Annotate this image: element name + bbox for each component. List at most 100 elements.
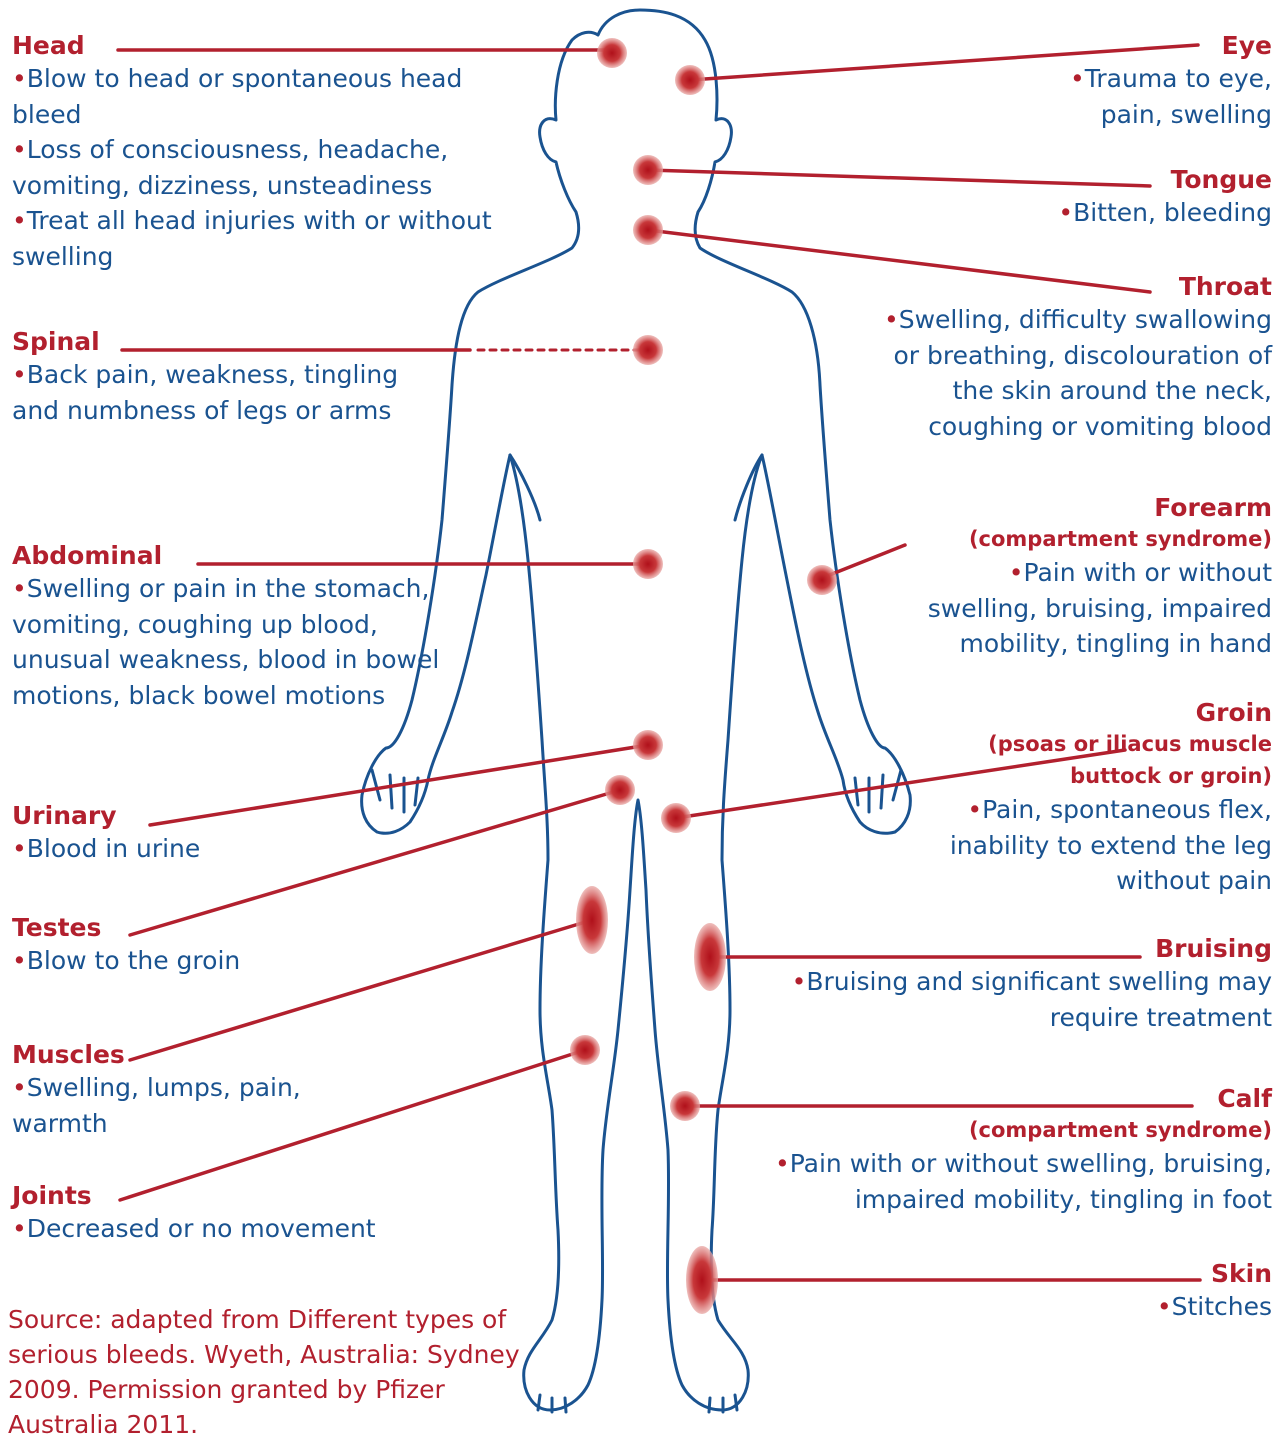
bullet-icon: • [1058, 198, 1073, 227]
calf-label: Calf (compartment syndrome) •Pain with o… [762, 1084, 1272, 1217]
source-note: Source: adapted from Different types of … [8, 1302, 528, 1442]
eye-items: •Trauma to eye, pain, swelling [1012, 61, 1272, 132]
calf-subtitle: (compartment syndrome) [762, 1114, 1272, 1146]
urinary-label: Urinary •Blood in urine [12, 801, 412, 867]
skin-spot [686, 1246, 718, 1314]
urinary-item: •Blood in urine [12, 831, 412, 867]
bruising-title: Bruising [772, 934, 1272, 964]
throat-spot [633, 215, 663, 245]
left-inner-arm [510, 455, 540, 520]
groin-item-text: Pain, spontaneous flex, inability to ext… [950, 795, 1272, 895]
bullet-icon: • [1157, 1292, 1172, 1321]
muscles-items: •Swelling, lumps, pain, warmth [12, 1070, 332, 1141]
forearm-label: Forearm (compartment syndrome) •Pain wit… [902, 493, 1272, 662]
testes-title: Testes [12, 913, 412, 943]
testes-spot [605, 775, 635, 805]
groin-items: •Pain, spontaneous flex, inability to ex… [927, 792, 1272, 899]
head-item: •Treat all head injuries with or without… [12, 203, 512, 274]
calf-spot [670, 1091, 700, 1121]
urinary-spot [633, 730, 663, 760]
bruising-spot [694, 923, 726, 991]
calf-title: Calf [762, 1084, 1272, 1114]
tongue-item-text: Bitten, bleeding [1073, 198, 1272, 227]
bullet-icon: • [12, 64, 27, 93]
bruising-label: Bruising •Bruising and significant swell… [772, 934, 1272, 1035]
joints-spot [570, 1035, 600, 1065]
groin-title: Groin [927, 698, 1272, 728]
groin-item: •Pain, spontaneous flex, inability to ex… [927, 792, 1272, 899]
muscles-item: •Swelling, lumps, pain, warmth [12, 1070, 332, 1141]
skin-item-text: Stitches [1172, 1292, 1272, 1321]
skin-items: •Stitches [1022, 1289, 1272, 1325]
head-item: •Blow to head or spontaneous head bleed [12, 61, 512, 132]
bruising-item: •Bruising and significant swelling may r… [772, 964, 1272, 1035]
eye-item: •Trauma to eye, pain, swelling [1012, 61, 1272, 132]
spinal-spot [633, 335, 663, 365]
head-label: Head •Blow to head or spontaneous head b… [12, 31, 512, 274]
calf-item-text: Pain with or without swelling, bruising,… [790, 1149, 1272, 1214]
urinary-item-text: Blood in urine [27, 834, 201, 863]
testes-item: •Blow to the groin [12, 943, 412, 979]
bullet-icon: • [12, 834, 27, 863]
urinary-items: •Blood in urine [12, 831, 412, 867]
throat-items: •Swelling, difficulty swallowing or brea… [857, 302, 1272, 444]
calf-items: •Pain with or without swelling, bruising… [762, 1146, 1272, 1217]
skin-item: •Stitches [1022, 1289, 1272, 1325]
head-item: •Loss of consciousness, headache, vomiti… [12, 132, 512, 203]
joints-label: Joints •Decreased or no movement [12, 1181, 442, 1247]
joints-item: •Decreased or no movement [12, 1211, 442, 1247]
head-title: Head [12, 31, 512, 61]
head-spot [597, 38, 627, 68]
eye-title: Eye [1012, 31, 1272, 61]
bullet-icon: • [1070, 64, 1085, 93]
groin-spot [661, 803, 691, 833]
forearm-item: •Pain with or without swelling, bruising… [902, 555, 1272, 662]
muscles-item-text: Swelling, lumps, pain, warmth [12, 1073, 301, 1138]
bullet-icon: • [1009, 558, 1024, 587]
bullet-icon: • [775, 1149, 790, 1178]
bruising-items: •Bruising and significant swelling may r… [772, 964, 1272, 1035]
bullet-icon: • [12, 206, 27, 235]
bullet-icon: • [884, 305, 899, 334]
abdominal-title: Abdominal [12, 541, 442, 571]
muscles-title: Muscles [12, 1040, 332, 1070]
head-item-text: Treat all head injuries with or without … [12, 206, 492, 271]
tongue-item: •Bitten, bleeding [972, 195, 1272, 231]
eye-spot [675, 65, 705, 95]
muscles-spot [576, 886, 608, 954]
throat-item-text: Swelling, difficulty swallowing or breat… [893, 305, 1272, 441]
eye-label: Eye •Trauma to eye, pain, swelling [1012, 31, 1272, 132]
bullet-icon: • [12, 574, 27, 603]
bullet-icon: • [792, 967, 807, 996]
tongue-title: Tongue [972, 165, 1272, 195]
tongue-items: •Bitten, bleeding [972, 195, 1272, 231]
abdominal-spot [633, 549, 663, 579]
groin-label: Groin (psoas or iliacus muscle buttock o… [927, 698, 1272, 899]
abdominal-item: •Swelling or pain in the stomach, vomiti… [12, 571, 442, 713]
forearm-subtitle: (compartment syndrome) [902, 523, 1272, 555]
bullet-icon: • [12, 1073, 27, 1102]
forearm-title: Forearm [902, 493, 1272, 523]
skin-title: Skin [1022, 1259, 1272, 1289]
testes-label: Testes •Blow to the groin [12, 913, 412, 979]
abdominal-item-text: Swelling or pain in the stomach, vomitin… [12, 574, 439, 710]
tongue-label: Tongue •Bitten, bleeding [972, 165, 1272, 231]
joints-title: Joints [12, 1181, 442, 1211]
throat-label: Throat •Swelling, difficulty swallowing … [857, 272, 1272, 444]
bullet-icon: • [12, 946, 27, 975]
urinary-title: Urinary [12, 801, 412, 831]
eye-item-text: Trauma to eye, pain, swelling [1085, 64, 1272, 129]
joints-item-text: Decreased or no movement [27, 1214, 376, 1243]
testes-item-text: Blow to the groin [27, 946, 241, 975]
head-item-text: Loss of consciousness, headache, vomitin… [12, 135, 448, 200]
head-item-text: Blow to head or spontaneous head bleed [12, 64, 462, 129]
throat-item: •Swelling, difficulty swallowing or brea… [857, 302, 1272, 444]
groin-subtitle: (psoas or iliacus muscle buttock or groi… [927, 728, 1272, 792]
spinal-item-text: Back pain, weakness, tingling and numbne… [12, 360, 398, 425]
skin-label: Skin •Stitches [1022, 1259, 1272, 1325]
muscles-label: Muscles •Swelling, lumps, pain, warmth [12, 1040, 332, 1141]
abdominal-items: •Swelling or pain in the stomach, vomiti… [12, 571, 442, 713]
bullet-icon: • [12, 1214, 27, 1243]
throat-title: Throat [857, 272, 1272, 302]
testes-items: •Blow to the groin [12, 943, 412, 979]
